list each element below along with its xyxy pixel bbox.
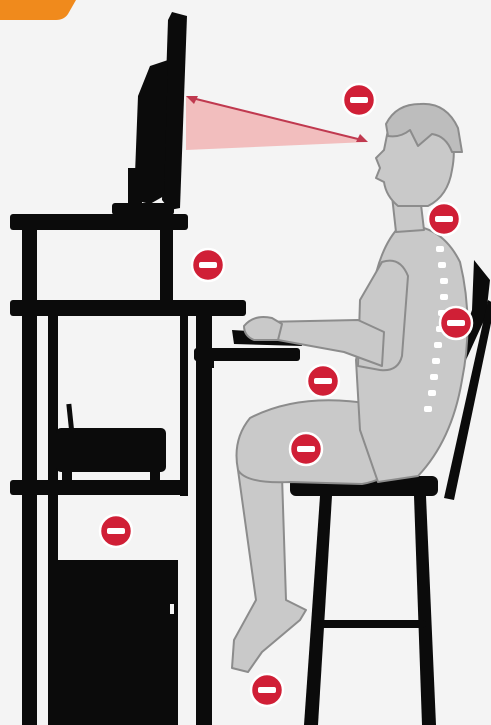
sightline-indicator: [186, 96, 368, 150]
chair-crossbar: [318, 620, 426, 628]
desk-height-warning-icon: [192, 249, 224, 281]
lower-back-warning-icon: [440, 307, 472, 339]
monitor-distance-warning-icon: [343, 84, 375, 116]
desk-leg-middle: [160, 224, 173, 308]
elbow-warning-icon: [307, 365, 339, 397]
monitor-neck: [128, 168, 142, 206]
desk-leg-right-inner: [180, 316, 188, 496]
tower-slot: [170, 604, 174, 614]
router-body: [56, 428, 166, 472]
desk-leg-right: [196, 310, 212, 725]
monitor: [112, 12, 187, 215]
tower-body: [54, 560, 178, 725]
router-foot-right: [150, 470, 160, 480]
desk-leg-left: [22, 224, 37, 725]
computer-tower: [54, 560, 178, 725]
person-hand: [244, 317, 282, 340]
neck-warning-icon: [428, 203, 460, 235]
monitor-base: [112, 203, 174, 215]
router-foot-left: [62, 470, 72, 480]
thigh-warning-icon: [290, 433, 322, 465]
under-desk-warning-icon: [100, 515, 132, 547]
router-device: [56, 404, 166, 480]
person-lower-leg: [232, 470, 306, 672]
seated-person: [232, 104, 468, 672]
feet-warning-icon: [251, 674, 283, 706]
chair-leg-front: [304, 496, 332, 725]
keyboard-tray-support: [206, 348, 214, 368]
corner-tab: [0, 0, 76, 20]
chair-leg-back: [414, 496, 436, 725]
